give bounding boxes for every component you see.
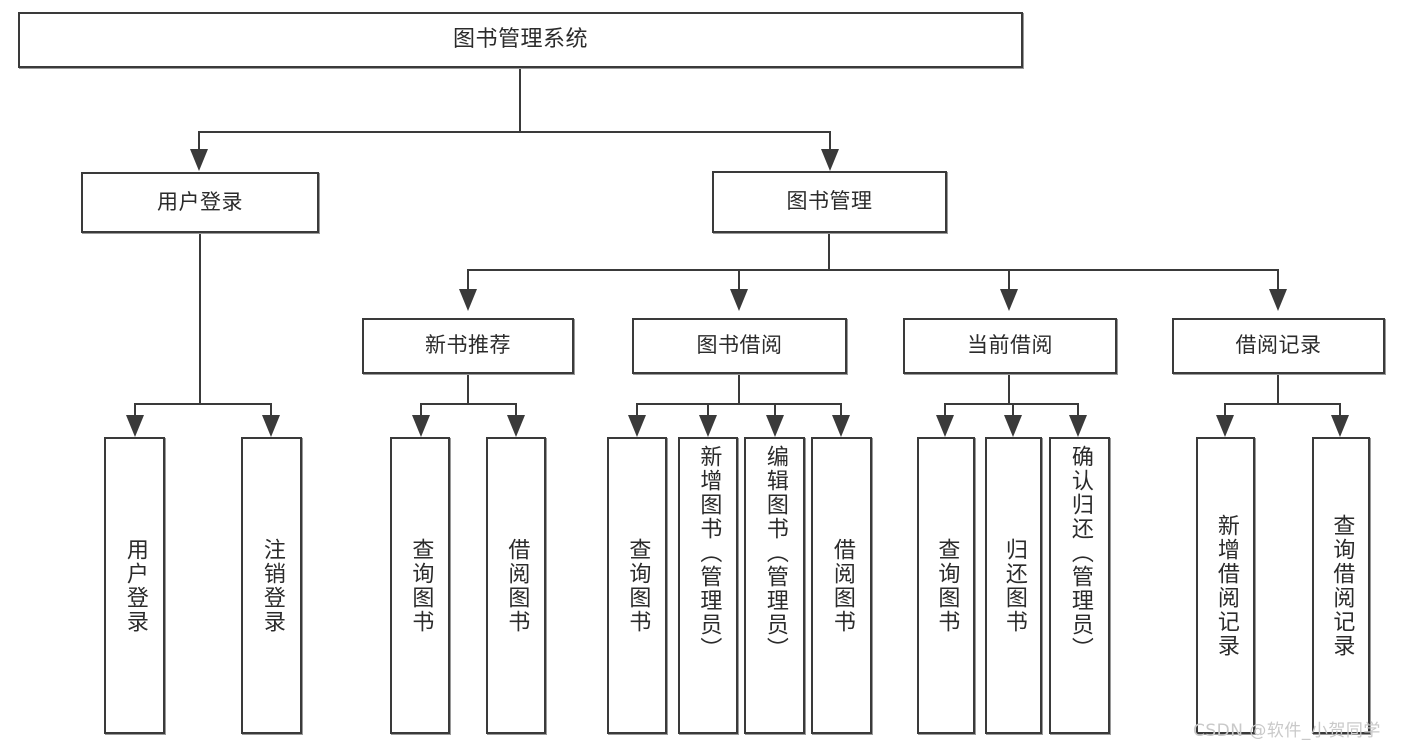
node-label: 借阅图书: [504, 537, 530, 634]
arrowhead-leaf-logout: [262, 415, 280, 437]
connector-borrow-stem: [738, 374, 740, 405]
arrowhead-leaf-query-record: [1331, 415, 1349, 437]
leaf-confirm-return-admin[interactable]: 确认归还（管理员）: [1049, 437, 1110, 734]
connector-level2-drop-3: [1008, 269, 1010, 289]
arrowhead-leaf-borrow-book-1: [507, 415, 525, 437]
connector-record-drop-1: [1224, 403, 1226, 415]
leaf-query-book-borrow[interactable]: 查询图书: [607, 437, 667, 734]
node-new-book-recommend[interactable]: 新书推荐: [362, 318, 574, 374]
node-label: 查询图书: [408, 537, 434, 634]
node-label: 新增图书（管理员）: [696, 445, 722, 661]
node-root-system[interactable]: 图书管理系统: [18, 12, 1023, 68]
node-label: 查询借阅记录: [1329, 513, 1355, 658]
connector-recommend-stem: [467, 374, 469, 405]
connector-record-drop-2: [1339, 403, 1341, 415]
node-label: 新书推荐: [425, 333, 511, 358]
connector-borrow-drop-3: [774, 403, 776, 415]
arrowhead-book-management: [821, 149, 839, 171]
arrowhead-borrow-record: [1269, 289, 1287, 311]
leaf-logout[interactable]: 注销登录: [241, 437, 302, 734]
arrowhead-leaf-query-book-3: [936, 415, 954, 437]
connector-borrow-drop-1: [636, 403, 638, 415]
node-label: 查询图书: [934, 537, 960, 634]
node-borrow-record[interactable]: 借阅记录: [1172, 318, 1385, 374]
connector-level1-bus: [198, 131, 831, 133]
node-label: 借阅记录: [1235, 333, 1322, 358]
arrowhead-leaf-add-record: [1216, 415, 1234, 437]
connector-root-stem: [519, 68, 521, 133]
connector-level2-drop-4: [1277, 269, 1279, 289]
connector-level2-drop-2: [738, 269, 740, 289]
node-label: 用户登录: [122, 537, 148, 634]
connector-current-drop-3: [1077, 403, 1079, 415]
connector-record-stem: [1277, 374, 1279, 405]
node-label: 查询图书: [625, 537, 651, 634]
connector-recommend-drop-1: [420, 403, 422, 415]
connector-user-login-stem: [199, 233, 201, 405]
leaf-query-borrow-record[interactable]: 查询借阅记录: [1312, 437, 1370, 734]
leaf-add-borrow-record[interactable]: 新增借阅记录: [1196, 437, 1255, 734]
node-label: 图书管理系统: [452, 26, 588, 52]
arrowhead-leaf-return-book: [1004, 415, 1022, 437]
connector-current-bus: [944, 403, 1079, 405]
arrowhead-leaf-query-book-1: [412, 415, 430, 437]
node-label: 注销登录: [259, 537, 285, 634]
node-label: 新增借阅记录: [1213, 513, 1239, 658]
arrowhead-new-book-recommend: [459, 289, 477, 311]
connector-borrow-drop-4: [840, 403, 842, 415]
arrowhead-leaf-query-book-2: [628, 415, 646, 437]
connector-current-drop-2: [1012, 403, 1014, 415]
connector-recommend-drop-2: [515, 403, 517, 415]
node-label: 归还图书: [1001, 537, 1027, 634]
arrowhead-leaf-edit-book: [766, 415, 784, 437]
connector-recommend-bus: [420, 403, 517, 405]
connector-level2-drop-1: [467, 269, 469, 289]
leaf-borrow-book-recommend[interactable]: 借阅图书: [486, 437, 546, 734]
leaf-query-book-recommend[interactable]: 查询图书: [390, 437, 450, 734]
arrowhead-user-login: [190, 149, 208, 171]
leaf-edit-book-admin[interactable]: 编辑图书（管理员）: [744, 437, 805, 734]
leaf-user-login[interactable]: 用户登录: [104, 437, 165, 734]
connector-borrow-drop-2: [707, 403, 709, 415]
leaf-add-book-admin[interactable]: 新增图书（管理员）: [678, 437, 738, 734]
leaf-borrow-book[interactable]: 借阅图书: [811, 437, 872, 734]
node-user-login[interactable]: 用户登录: [81, 172, 319, 233]
arrowhead-leaf-borrow-book-2: [832, 415, 850, 437]
connector-record-bus: [1224, 403, 1341, 405]
node-current-borrow[interactable]: 当前借阅: [903, 318, 1117, 374]
leaf-return-book[interactable]: 归还图书: [985, 437, 1042, 734]
node-label: 图书借阅: [696, 333, 783, 358]
connector-level2-bus: [467, 269, 1279, 271]
connector-level1-drop-left: [198, 131, 200, 149]
leaf-query-book-current[interactable]: 查询图书: [917, 437, 975, 734]
connector-book-management-stem: [828, 233, 830, 271]
connector-user-login-bus: [134, 403, 272, 405]
node-label: 借阅图书: [829, 537, 855, 634]
node-label: 编辑图书（管理员）: [762, 445, 788, 661]
node-label: 确认归还（管理员）: [1067, 445, 1093, 661]
arrowhead-leaf-add-book: [699, 415, 717, 437]
node-label: 用户登录: [157, 189, 243, 214]
node-label: 当前借阅: [967, 333, 1053, 358]
node-book-borrow[interactable]: 图书借阅: [632, 318, 847, 374]
connector-level1-drop-right: [829, 131, 831, 149]
connector-borrow-bus: [636, 403, 842, 405]
arrowhead-book-borrow: [730, 289, 748, 311]
connector-user-login-drop-2: [270, 403, 272, 415]
arrowhead-current-borrow: [1000, 289, 1018, 311]
csdn-watermark: CSDN @软件_小贺同学: [1193, 721, 1381, 741]
arrowhead-leaf-user-login: [126, 415, 144, 437]
arrowhead-leaf-confirm-return: [1069, 415, 1087, 437]
connector-current-drop-1: [944, 403, 946, 415]
connector-current-stem: [1008, 374, 1010, 405]
node-label: 图书管理: [786, 189, 873, 214]
node-book-management[interactable]: 图书管理: [712, 171, 947, 233]
connector-user-login-drop-1: [134, 403, 136, 415]
